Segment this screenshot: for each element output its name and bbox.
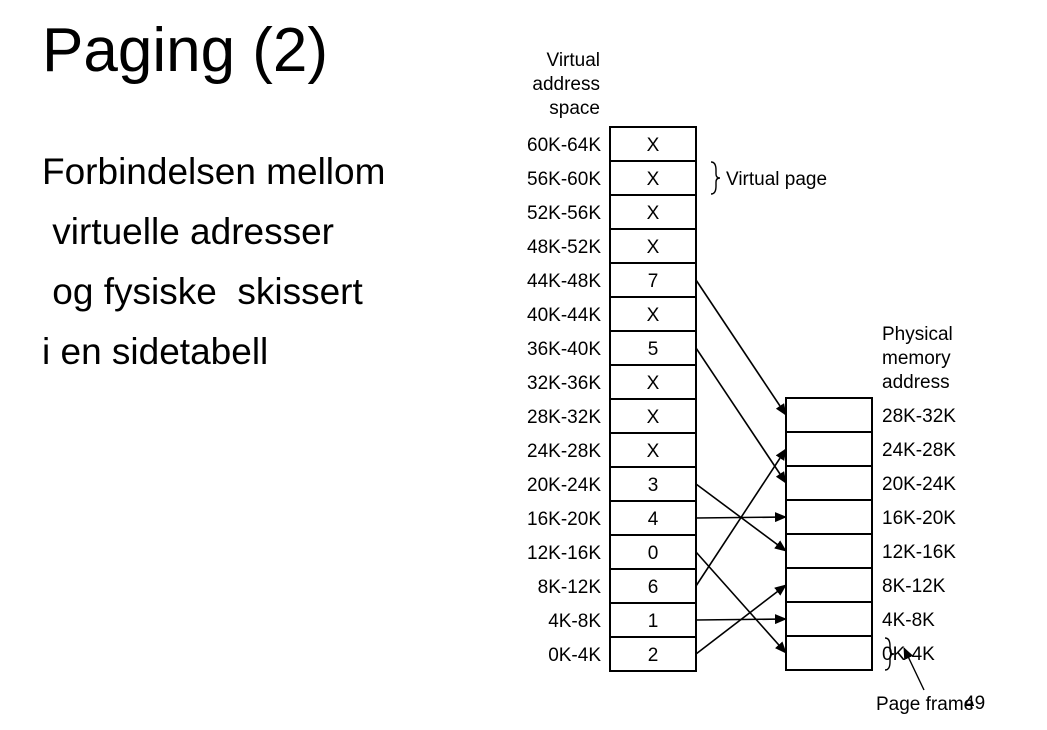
physical-range-label: 24K-28K bbox=[882, 440, 956, 461]
page-table-entry: 3 bbox=[648, 475, 659, 496]
page-table-entry: 2 bbox=[648, 645, 659, 666]
page-frame-cell bbox=[785, 635, 873, 671]
virtual-page-annotation: Virtual page bbox=[710, 161, 827, 195]
virtual-range-label: 36K-40K bbox=[527, 339, 601, 360]
page-frame-annotation: Page frame bbox=[876, 637, 974, 715]
body-line-2: virtuelle adresser bbox=[42, 211, 335, 252]
page-table-entry: X bbox=[647, 203, 660, 224]
virtual-page-cell bbox=[609, 534, 697, 570]
virtual-page-cell bbox=[609, 194, 697, 230]
virtual-header-line: address bbox=[532, 74, 600, 95]
physical-header-line: address bbox=[882, 372, 950, 393]
page-frame-cell bbox=[785, 465, 873, 501]
physical-range-label: 28K-32K bbox=[882, 406, 956, 427]
virtual-page-table: 60K-64K X 56K-60K X 52K-56K X 48K-52K X 44K-48K 7… bbox=[527, 126, 697, 672]
virtual-range-label: 0K-4K bbox=[548, 645, 601, 666]
physical-range-label: 12K-16K bbox=[882, 542, 956, 563]
mapping-arrow bbox=[695, 347, 787, 484]
physical-header-line: memory bbox=[882, 348, 951, 369]
virtual-range-label: 20K-24K bbox=[527, 475, 601, 496]
virtual-page-cell bbox=[609, 602, 697, 638]
virtual-page-cell bbox=[609, 228, 697, 264]
mapping-arrow bbox=[695, 584, 787, 655]
slide-title: Paging (2) bbox=[42, 16, 329, 85]
page-frame-cell bbox=[785, 431, 873, 467]
page-frame-label: Page frame bbox=[876, 694, 974, 715]
mapping-arrow bbox=[695, 279, 787, 416]
virtual-page-cell bbox=[609, 126, 697, 162]
page-table-entry: 1 bbox=[648, 611, 659, 632]
virtual-page-label: Virtual page bbox=[726, 169, 827, 190]
page-frame-cell bbox=[785, 397, 873, 433]
body-line-4: i en sidetabell bbox=[42, 331, 269, 372]
virtual-header-line: Virtual bbox=[546, 50, 600, 71]
page-table-entry: X bbox=[647, 305, 660, 326]
page-table-entry: X bbox=[647, 441, 660, 462]
page-table-entry: X bbox=[647, 135, 660, 156]
virtual-page-cell bbox=[609, 636, 697, 672]
virtual-page-cell bbox=[609, 568, 697, 604]
body-line-1: Forbindelsen mellom bbox=[42, 151, 386, 192]
virtual-range-label: 8K-12K bbox=[538, 577, 602, 598]
virtual-page-cell bbox=[609, 262, 697, 298]
virtual-range-label: 40K-44K bbox=[527, 305, 601, 326]
physical-range-label: 4K-8K bbox=[882, 610, 935, 631]
physical-range-label: 8K-12K bbox=[882, 576, 946, 597]
virtual-page-cell bbox=[609, 330, 697, 366]
virtual-range-label: 16K-20K bbox=[527, 509, 601, 530]
page-table-entry: 6 bbox=[648, 577, 659, 598]
virtual-page-cell bbox=[609, 432, 697, 468]
slide-number: 49 bbox=[964, 693, 986, 714]
page-table-entry: X bbox=[647, 169, 660, 190]
virtual-range-label: 32K-36K bbox=[527, 373, 601, 394]
page-frame-pointer bbox=[903, 647, 925, 691]
virtual-range-label: 28K-32K bbox=[527, 407, 601, 428]
physical-header-line: Physical bbox=[882, 324, 953, 345]
virtual-range-label: 44K-48K bbox=[527, 271, 601, 292]
physical-range-label: 16K-20K bbox=[882, 508, 956, 529]
mapping-arrow bbox=[695, 448, 787, 587]
physical-memory-frames: 28K-32K 24K-28K 20K-24K 16K-20K 12K-16K 8K-12… bbox=[785, 397, 956, 671]
page-frame-brace bbox=[884, 637, 895, 671]
page-frame-cell bbox=[785, 601, 873, 637]
physical-range-label: 20K-24K bbox=[882, 474, 956, 495]
page-table-entry: X bbox=[647, 407, 660, 428]
mapping-arrows bbox=[695, 279, 787, 655]
virtual-range-label: 48K-52K bbox=[527, 237, 601, 258]
virtual-range-label: 60K-64K bbox=[527, 135, 601, 156]
virtual-range-label: 24K-28K bbox=[527, 441, 601, 462]
page-table-entry: X bbox=[647, 237, 660, 258]
page-table-entry: X bbox=[647, 373, 660, 394]
physical-memory-address-header: Physical memory address bbox=[882, 324, 953, 393]
virtual-range-label: 56K-60K bbox=[527, 169, 601, 190]
virtual-page-cell bbox=[609, 398, 697, 434]
virtual-header-line: space bbox=[549, 98, 600, 119]
page-table-entry: 7 bbox=[648, 271, 659, 292]
virtual-page-cell bbox=[609, 500, 697, 536]
page-frame-cell bbox=[785, 499, 873, 535]
page-table-entry: 5 bbox=[648, 339, 659, 360]
virtual-page-brace bbox=[710, 161, 721, 195]
virtual-range-label: 12K-16K bbox=[527, 543, 601, 564]
page-table-entry: 4 bbox=[648, 509, 659, 530]
page-frame-cell bbox=[785, 533, 873, 569]
virtual-range-label: 4K-8K bbox=[548, 611, 601, 632]
page-frame-cell bbox=[785, 567, 873, 603]
mapping-arrow bbox=[695, 551, 787, 654]
virtual-address-space-header: Virtual address space bbox=[532, 50, 600, 119]
page-table-entry: 0 bbox=[648, 543, 659, 564]
body-line-3: og fysiske skissert bbox=[42, 271, 363, 312]
virtual-range-label: 52K-56K bbox=[527, 203, 601, 224]
